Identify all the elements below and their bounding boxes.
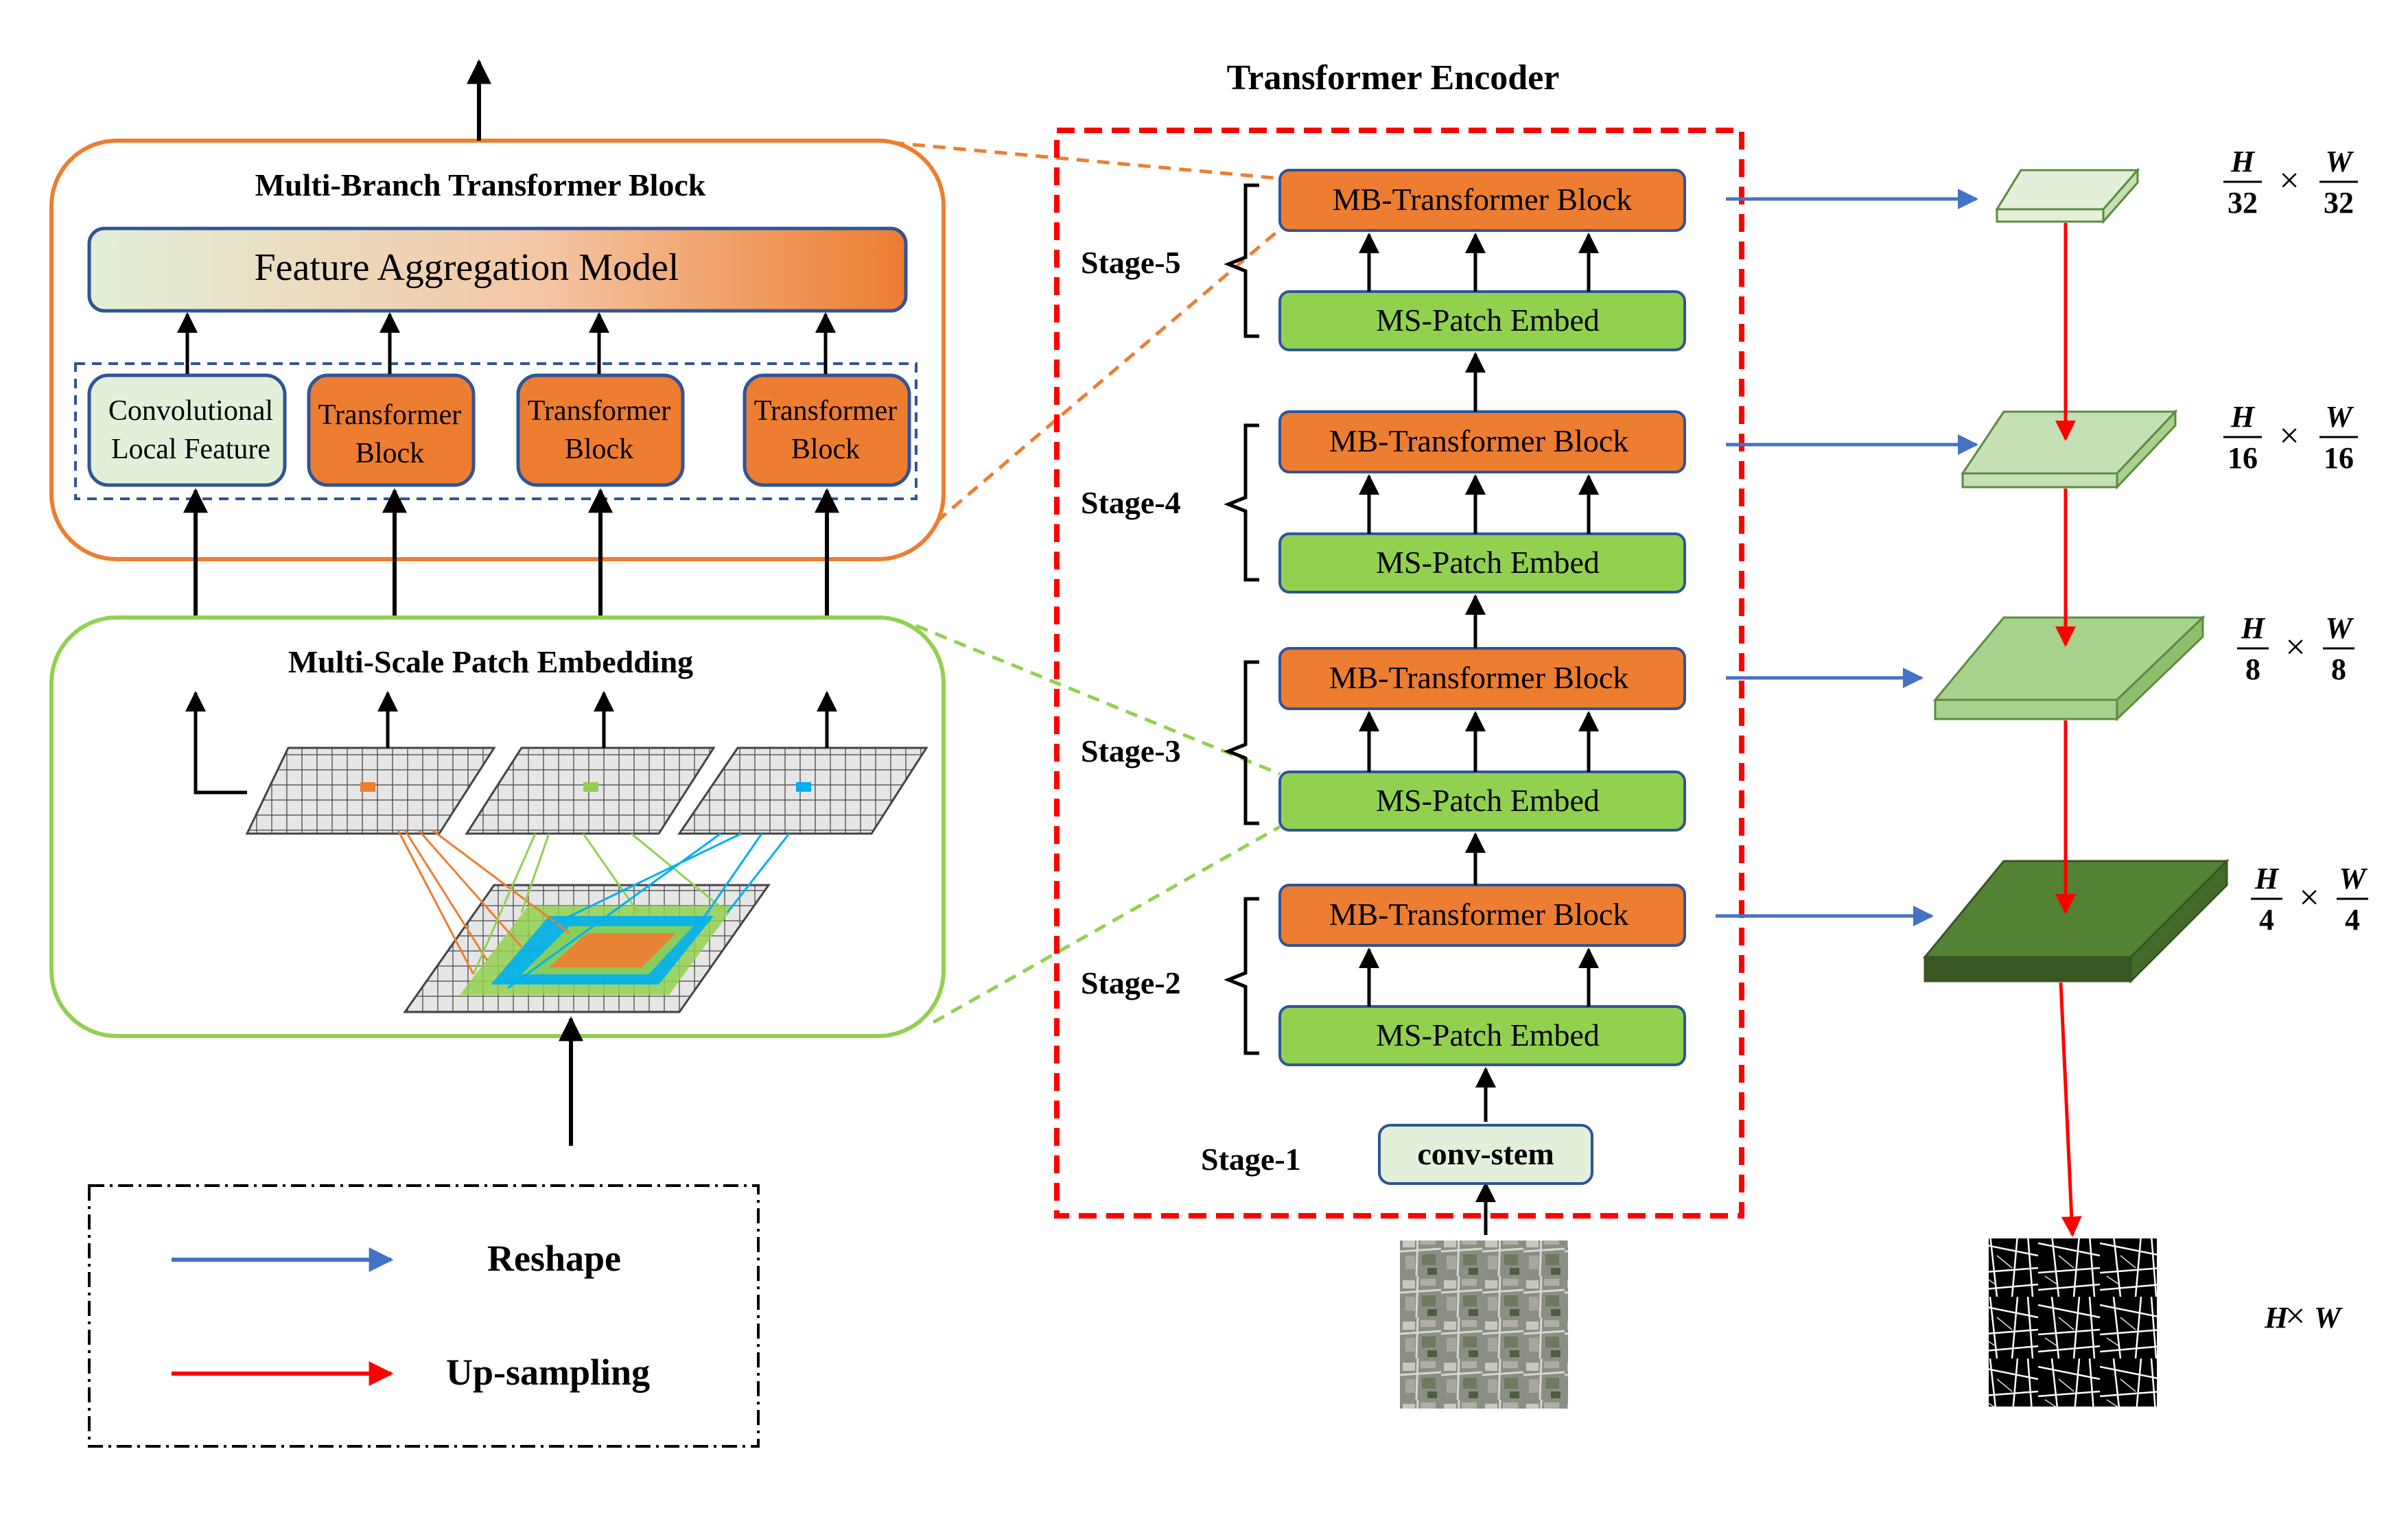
scale-full-times: ×	[2285, 1297, 2305, 1336]
scale-32-wden: 32	[2324, 186, 2354, 220]
scale-8-hden: 8	[2245, 652, 2260, 686]
scale-16-w: W	[2325, 400, 2354, 434]
patch-grid-up-arrows	[185, 691, 837, 795]
feature-map-8	[1932, 615, 2206, 722]
feature-map-4	[1922, 858, 2230, 984]
scale-32-w: W	[2325, 145, 2354, 178]
patch-grid-2	[465, 746, 716, 835]
branch-conv: Convolutional Local Feature	[87, 373, 287, 487]
output-road-map	[1989, 1238, 2157, 1407]
scale-label-4: H 4 × W 4	[2251, 862, 2368, 937]
stage-4-embed-label: MS-Patch Embed	[1376, 545, 1600, 580]
branch-transformer-1: Transformer Block	[307, 373, 476, 487]
scale-4-times: ×	[2299, 878, 2319, 917]
scale-8-h: H	[2241, 611, 2266, 645]
stage-4-label: Stage-4	[1081, 485, 1181, 520]
stage-5-embed-label: MS-Patch Embed	[1376, 303, 1600, 338]
stage-3-block-label: MB-Transformer Block	[1329, 660, 1629, 695]
stage-4: MB-Transformer Block MS-Patch Embed Stag…	[1081, 410, 1686, 593]
patch-connector-lines	[397, 829, 791, 989]
aggregation-label: Feature Aggregation Model	[255, 246, 679, 289]
scale-8-times: ×	[2285, 628, 2305, 667]
stage-4-embed	[1278, 532, 1686, 593]
stage-1: Stage-1 conv-stem	[1201, 1124, 1593, 1185]
scale-full-h: H	[2264, 1301, 2289, 1334]
scale-16-hden: 16	[2228, 441, 2258, 475]
branch-to-aggregation-arrows	[177, 312, 836, 374]
inter-stage-arrows	[1465, 352, 1496, 1235]
stage-4-block-label: MB-Transformer Block	[1329, 423, 1629, 458]
multi-scale-title: Multi-Scale Patch Embedding	[288, 644, 693, 679]
branch-transformer-3: Transformer Block	[743, 373, 911, 487]
stage-2-block	[1278, 884, 1686, 947]
upsample-arrows	[2055, 223, 2082, 1237]
stage-4-block	[1278, 410, 1686, 473]
feature-map-32	[1995, 167, 2140, 224]
projection-lines	[891, 141, 1285, 1024]
scale-label-32: H 32 × W 32	[2223, 145, 2358, 220]
stage-5-block	[1278, 169, 1686, 232]
feature-map-16	[1961, 409, 2178, 490]
scale-4-hden: 4	[2259, 903, 2274, 937]
branch-conv-line2: Local Feature	[111, 434, 270, 465]
multi-branch-panel: Multi-Branch Transformer Block Feature A…	[49, 139, 946, 561]
scale-label-full: H × W	[2264, 1297, 2343, 1336]
stage-3-block	[1278, 647, 1686, 710]
branch-conv-line1: Convolutional	[108, 395, 273, 427]
stage-2-block-label: MB-Transformer Block	[1329, 897, 1629, 932]
scale-label-8: H 8 × W 8	[2237, 611, 2354, 686]
multi-scale-panel: Multi-Scale Patch Embedding	[49, 615, 946, 1038]
conv-stem-box	[1378, 1124, 1593, 1185]
scale-32-times: ×	[2279, 161, 2299, 200]
scale-32-hden: 32	[2228, 186, 2258, 220]
stage-5-embed	[1278, 290, 1686, 351]
stage-3-embed-label: MS-Patch Embed	[1376, 783, 1600, 818]
legend-upsample-label: Up-sampling	[446, 1352, 650, 1393]
scale-full-w: W	[2314, 1301, 2343, 1334]
branch-t3-line1: Transformer	[754, 395, 897, 427]
embed-to-branch-arrows	[183, 488, 839, 618]
scale-32-h: H	[2230, 145, 2256, 178]
legend: Reshape Up-sampling	[88, 1184, 760, 1448]
branch-transformer-2: Transformer Block	[516, 373, 685, 487]
branch-t1-line1: Transformer	[318, 399, 461, 431]
legend-reshape-label: Reshape	[487, 1238, 621, 1279]
patch-grid-1	[245, 746, 496, 835]
stage-3-label: Stage-3	[1081, 733, 1181, 768]
multi-branch-title: Multi-Branch Transformer Block	[255, 167, 706, 202]
aggregation-box	[87, 226, 908, 313]
encoder-title: Transformer Encoder	[1227, 58, 1560, 97]
stage-1-label: Stage-1	[1201, 1142, 1301, 1177]
scale-8-wden: 8	[2331, 652, 2346, 686]
scale-16-times: ×	[2279, 416, 2299, 456]
scale-16-wden: 16	[2324, 441, 2354, 475]
stage-2: MB-Transformer Block MS-Patch Embed Stag…	[1081, 884, 1686, 1066]
stage-3-embed	[1278, 771, 1686, 832]
input-satellite-image	[1400, 1240, 1568, 1409]
branches-group	[74, 362, 917, 500]
scale-label-16: H 16 × W 16	[2223, 400, 2358, 475]
conv-stem-label: conv-stem	[1417, 1136, 1554, 1171]
scale-8-w: W	[2325, 611, 2354, 645]
stage-5-block-label: MB-Transformer Block	[1333, 182, 1633, 217]
scale-4-h: H	[2254, 862, 2280, 895]
stage-5: MB-Transformer Block MS-Patch Embed Stag…	[1081, 169, 1686, 351]
stage-2-embed	[1278, 1005, 1686, 1066]
stage-2-embed-label: MS-Patch Embed	[1376, 1018, 1600, 1053]
patch-grid-3	[677, 746, 928, 835]
stage-5-label: Stage-5	[1081, 245, 1181, 280]
scale-16-h: H	[2230, 400, 2256, 434]
scale-4-wden: 4	[2345, 903, 2360, 937]
branch-t3-line2: Block	[791, 434, 860, 465]
reshape-arrows	[1716, 189, 1978, 926]
branch-t2-line1: Transformer	[528, 395, 670, 427]
stage-3: MB-Transformer Block MS-Patch Embed Stag…	[1081, 647, 1686, 832]
stage-2-label: Stage-2	[1081, 965, 1181, 1000]
scale-4-w: W	[2339, 862, 2368, 895]
encoder-frame	[1054, 128, 1744, 1219]
branch-t2-line2: Block	[565, 434, 633, 465]
branch-t1-line2: Block	[355, 438, 424, 469]
